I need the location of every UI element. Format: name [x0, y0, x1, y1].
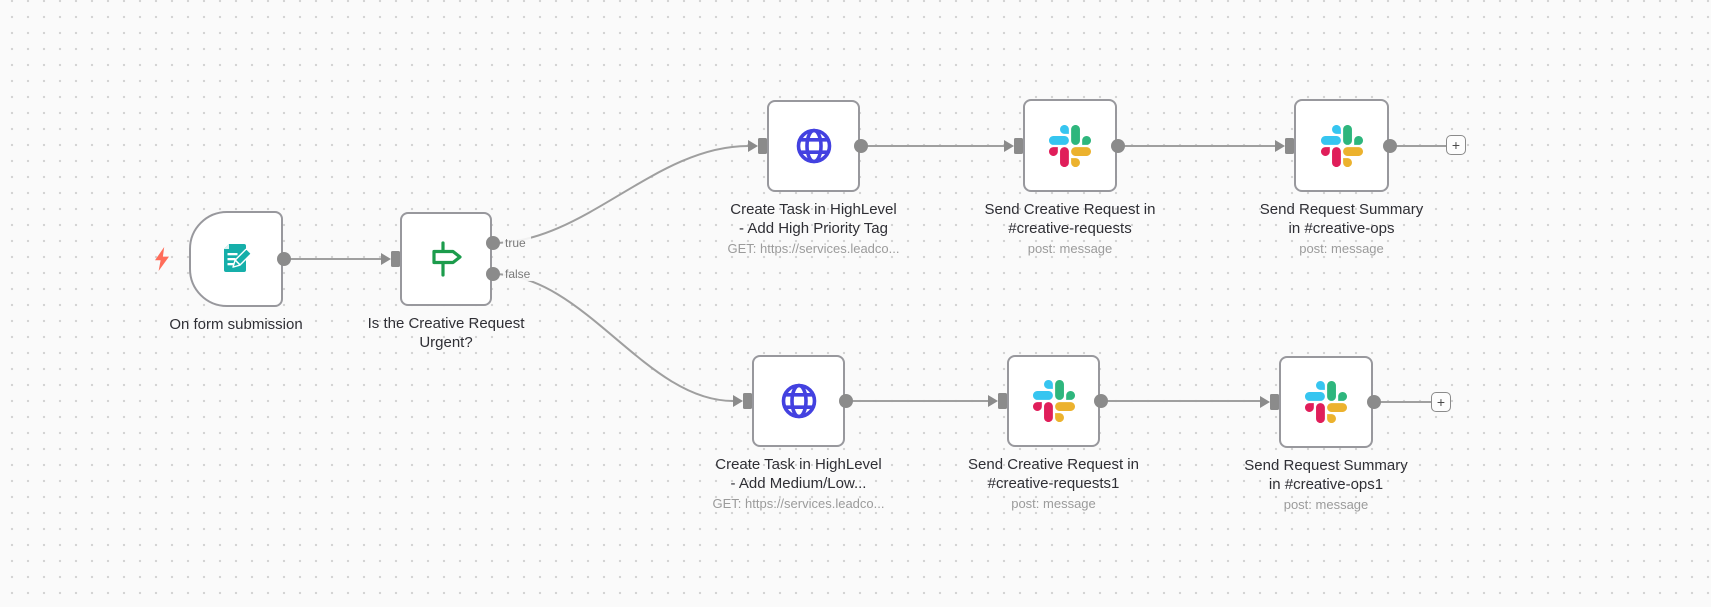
true-label-backdrop	[503, 236, 531, 250]
slack-icon	[1305, 381, 1347, 423]
globe-icon	[796, 128, 831, 164]
connection-if-true-to-http	[492, 145, 749, 244]
node-body[interactable]	[1023, 99, 1117, 192]
node-label: Is the Creative Request Urgent?	[367, 315, 525, 351]
node-on-form-submission[interactable]: On form submission	[169, 211, 303, 333]
slack-icon	[1049, 124, 1091, 167]
form-trigger-icon	[224, 244, 252, 272]
slack-icon	[1320, 124, 1363, 167]
node-send-request-summary-creative-ops[interactable]: Send Request Summary in #creative-ops po…	[1260, 99, 1423, 256]
node-label: Send Creative Request in #creative-reque…	[984, 201, 1156, 256]
if-output-false-label: false	[505, 267, 531, 281]
add-node-button-bottom[interactable]: +	[1431, 392, 1451, 412]
node-create-task-highlevel-high-priority[interactable]: Create Task in HighLevel - Add High Prio…	[728, 100, 899, 256]
node-body[interactable]	[189, 211, 283, 307]
node-label: Send Request Summary in #creative-ops po…	[1259, 201, 1424, 256]
node-create-task-highlevel-medium-low[interactable]: Create Task in HighLevel - Add Medium/Lo…	[713, 355, 884, 511]
node-body[interactable]	[767, 100, 860, 192]
node-send-creative-request-creative-requests1[interactable]: Send Creative Request in #creative-reque…	[968, 355, 1139, 511]
false-label-backdrop	[503, 267, 535, 281]
add-node-button-top[interactable]: +	[1446, 135, 1466, 155]
lightning-bolt-icon	[155, 247, 169, 271]
node-label: Create Task in HighLevel - Add Medium/Lo…	[712, 456, 885, 511]
globe-icon	[781, 383, 816, 419]
node-label: Send Creative Request in #creative-reque…	[968, 456, 1139, 511]
slack-icon	[1032, 380, 1075, 422]
signpost-icon	[432, 241, 462, 277]
node-label: On form submission	[169, 316, 303, 333]
node-body[interactable]	[400, 212, 492, 306]
node-if-creative-request-urgent[interactable]: Is the Creative Request Urgent?	[368, 212, 524, 351]
node-send-request-summary-creative-ops1[interactable]: Send Request Summary in #creative-ops1 p…	[1244, 356, 1408, 512]
node-body[interactable]	[1279, 356, 1373, 448]
node-body[interactable]	[752, 355, 845, 447]
node-body[interactable]	[1007, 355, 1100, 447]
connection-if-false-to-http	[492, 273, 734, 402]
if-output-true-label: true	[505, 236, 526, 250]
node-send-creative-request-creative-requests[interactable]: Send Creative Request in #creative-reque…	[985, 99, 1155, 256]
node-body[interactable]	[1294, 99, 1389, 192]
node-label: Create Task in HighLevel - Add High Prio…	[727, 201, 900, 256]
node-label: Send Request Summary in #creative-ops1 p…	[1244, 457, 1408, 512]
